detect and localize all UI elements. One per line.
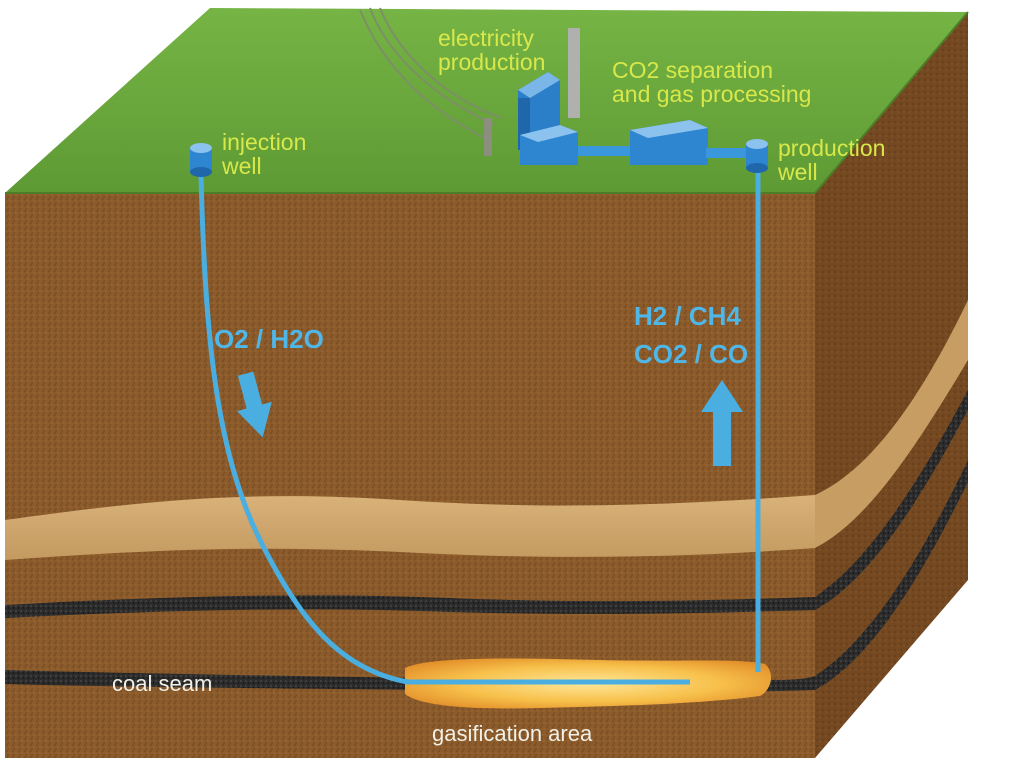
coal-seam-upper-side: [815, 390, 968, 610]
coal-seam-label: coal seam: [112, 671, 213, 696]
production-well-label: production well: [778, 135, 886, 186]
coal-seam-lower-side: [815, 460, 968, 690]
power-plant-icon: [518, 28, 580, 165]
sand-layer: [5, 495, 815, 560]
gasification-area-label: gasification area: [432, 721, 593, 746]
co2-separation-label: CO2 separation and gas processing: [612, 57, 812, 108]
gas-processing-icon: [578, 120, 751, 165]
sand-layer-side: [815, 300, 968, 548]
coal-seam-upper: [5, 595, 815, 618]
injected-gases-label: O2 / H2O: [214, 324, 324, 354]
down-arrow-icon: [236, 371, 272, 438]
electricity-production-label: electricity production: [438, 25, 546, 76]
produced-gases-label: H2 / CH4 CO2 / CO: [634, 301, 749, 369]
injection-well-label: injection well: [222, 129, 307, 180]
injection-pipe: [198, 174, 690, 685]
power-line-icon: [359, 7, 503, 156]
grass-surface: [5, 8, 968, 193]
injection-well-icon: [190, 143, 212, 177]
up-arrow-icon: [701, 380, 743, 466]
production-well-icon: [746, 139, 768, 173]
